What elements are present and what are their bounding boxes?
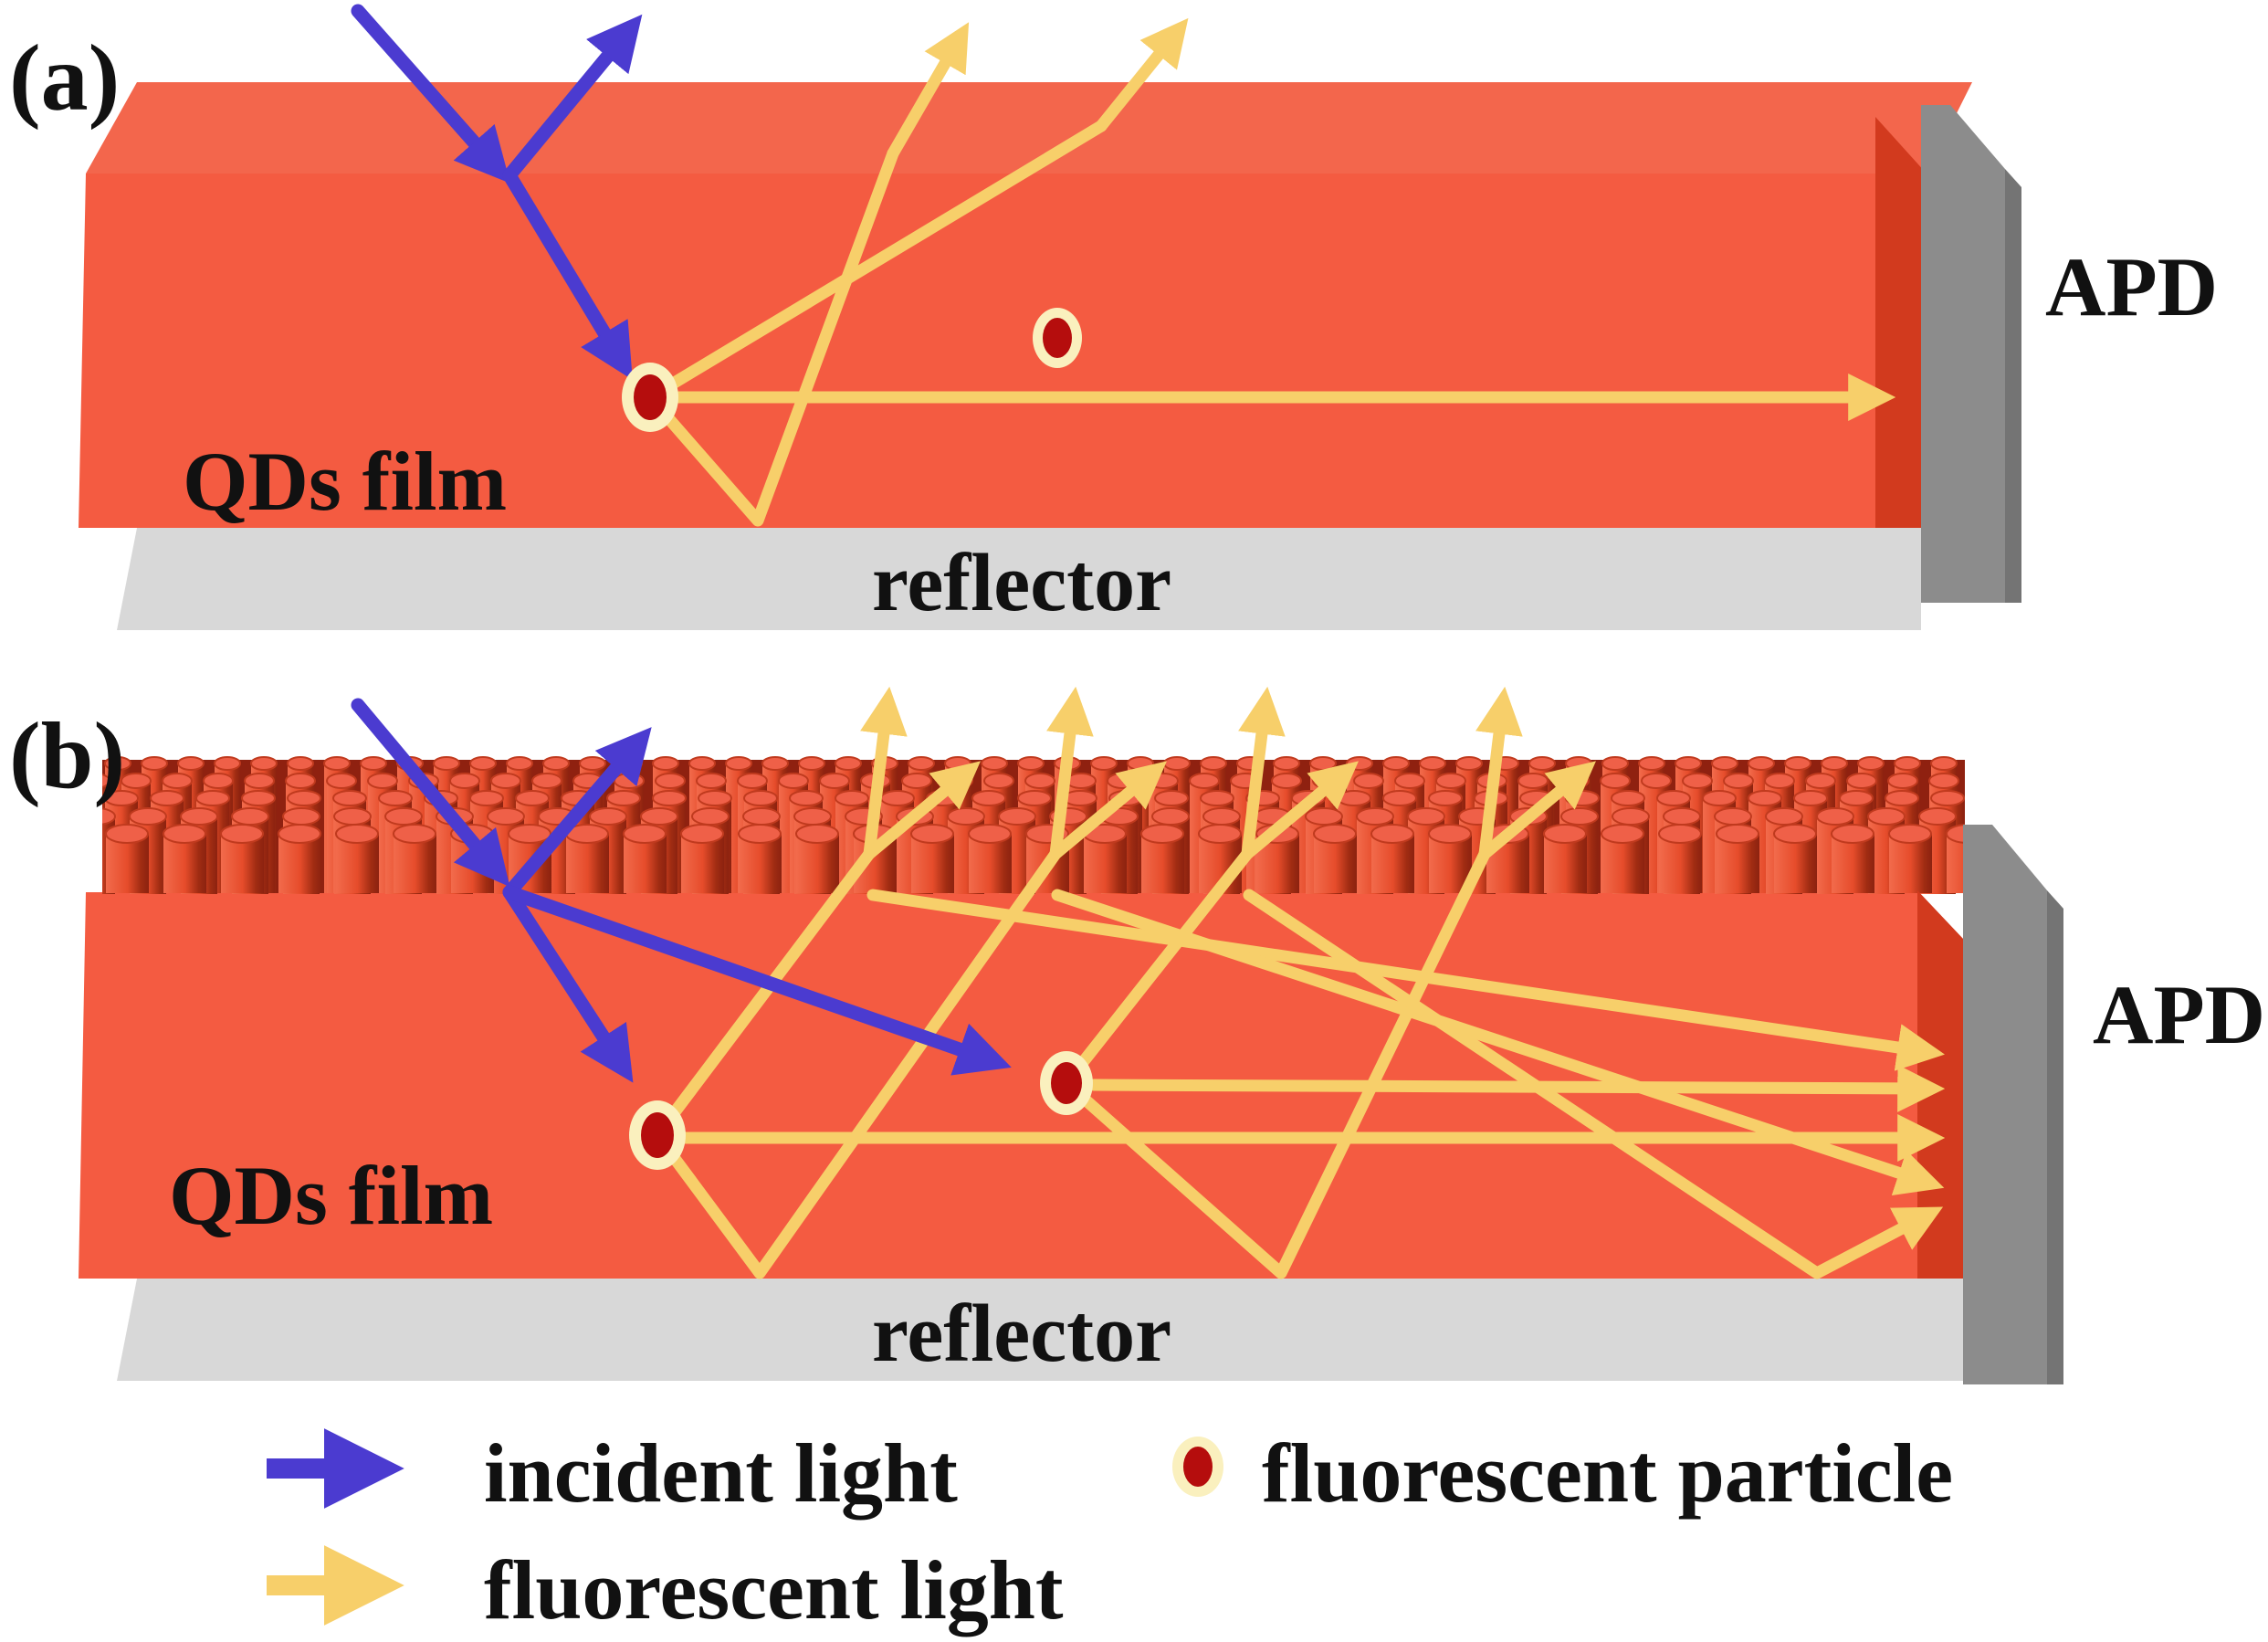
reflector-bar-b bbox=[117, 1279, 1963, 1381]
qds-film-front-face-a bbox=[79, 174, 1875, 528]
fluorescent-particle-b2 bbox=[1040, 1051, 1093, 1115]
reflector-bar-a bbox=[117, 528, 1921, 630]
fluorescent-particle-a2 bbox=[1033, 308, 1082, 368]
fluorescent-ray-diag-3-b bbox=[1243, 889, 1944, 1279]
apd-label-b: APD bbox=[2093, 968, 2265, 1061]
fluorescent-feeder-2-b bbox=[651, 847, 1062, 1279]
fluorescent-particle-a1 bbox=[622, 363, 678, 432]
apd-block-edge-a bbox=[2005, 169, 2021, 603]
legend: incident light fluorescent light fluores… bbox=[267, 1426, 1953, 1637]
incident-ray-b bbox=[351, 698, 510, 888]
refracted-ray-a bbox=[502, 168, 633, 380]
fluorescent-ray-exit-2-a bbox=[1095, 17, 1189, 132]
refracted-ray-deep-b bbox=[502, 885, 1012, 1076]
apd-block-b bbox=[1963, 825, 2047, 1384]
fluorescent-particle-legend-icon bbox=[1172, 1437, 1223, 1497]
nanorod-array bbox=[102, 756, 1965, 894]
qds-film-label-b: QDs film bbox=[169, 1149, 493, 1242]
reflected-ray-a bbox=[502, 14, 643, 183]
incident-ray-a bbox=[351, 4, 510, 184]
fluorescent-feeder-1-b bbox=[651, 847, 876, 1142]
fluorescent-ray-diag-1-b bbox=[866, 889, 1946, 1071]
fluorescent-feeder-4-b bbox=[1060, 847, 1491, 1279]
fluorescent-exit-arrows-b bbox=[860, 686, 1596, 860]
incident-light-label: incident light bbox=[484, 1426, 958, 1520]
fluorescent-particle-label: fluorescent particle bbox=[1262, 1426, 1953, 1520]
qds-film-front-face-b bbox=[79, 892, 1917, 1279]
panel-a-label: (a) bbox=[9, 26, 120, 131]
qds-film-label-a: QDs film bbox=[183, 435, 507, 528]
panel-b: (b) QDs film reflector APD bbox=[9, 686, 2265, 1384]
apd-block-a bbox=[1921, 105, 2005, 603]
fluorescent-ray-horizontal-2-b bbox=[1087, 1064, 1946, 1112]
reflector-label-a: reflector bbox=[872, 538, 1171, 628]
fluorescent-ray-upward-a bbox=[644, 120, 1108, 404]
fluorescent-ray-exit-1-a bbox=[887, 22, 970, 160]
panel-b-label: (b) bbox=[9, 703, 125, 808]
reflector-label-b: reflector bbox=[872, 1289, 1171, 1379]
apd-block-edge-b bbox=[2047, 890, 2063, 1384]
panel-a: (a) QDs film reflector APD bbox=[9, 4, 2218, 630]
reflected-ray-b bbox=[502, 727, 652, 900]
fluorescent-particle-b1 bbox=[629, 1100, 686, 1170]
fluorescent-light-label: fluorescent light bbox=[484, 1543, 1064, 1637]
fluorescent-feeder-3-b bbox=[1060, 847, 1254, 1089]
refracted-ray-steep-b bbox=[502, 885, 634, 1083]
qds-film-end-face-a bbox=[1875, 117, 1927, 528]
apd-label-a: APD bbox=[2045, 240, 2218, 333]
qds-film-top-face-a bbox=[86, 82, 1972, 174]
